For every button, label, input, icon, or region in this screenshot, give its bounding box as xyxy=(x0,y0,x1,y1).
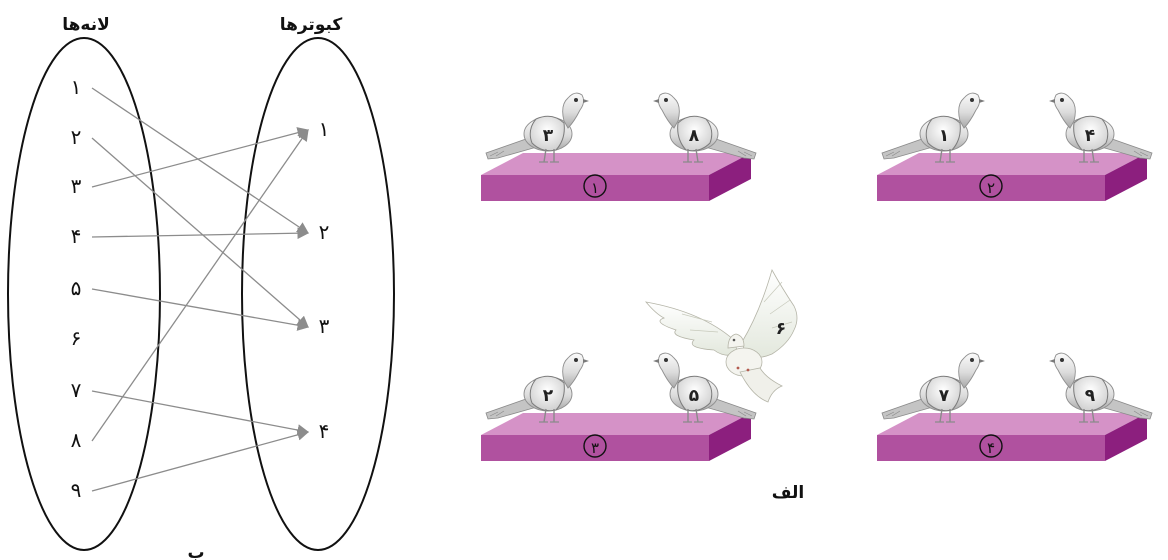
mapping-diagram: لانه‌ها کبوترها ۱ ۲ ۳ ۴ ۵ ۶ ۷ ۸ ۹ ۱ ۲ ۳ … xyxy=(7,15,395,560)
pigeon-icon xyxy=(1049,93,1152,162)
nest-number: ۲ xyxy=(71,125,82,149)
nest-group-4: ۴ ۷ ۹ xyxy=(876,352,1152,462)
pigeon-number-label: ۳ xyxy=(543,126,554,146)
mapping-arrow xyxy=(91,127,310,188)
nest-label: ۲ xyxy=(987,179,995,197)
nest-number: ۳ xyxy=(71,174,82,198)
left-set-oval xyxy=(7,37,161,551)
pigeon-number: ۳ xyxy=(319,314,330,338)
pigeon-number-label: ۲ xyxy=(543,386,554,406)
right-set-title: کبوترها xyxy=(280,15,343,35)
pigeon-scene: ۱ ۳ ۸ ۲ ۱ ۴ ۳ ۲ ۵ ۴ ۷ xyxy=(480,92,1152,503)
mapping-arrow xyxy=(91,227,310,240)
pigeon-number-label: ۹ xyxy=(1085,386,1096,406)
pigeon-number-label: ۴ xyxy=(1085,126,1095,146)
nest-group-2: ۲ ۱ ۴ xyxy=(876,92,1152,202)
right-set-oval xyxy=(241,37,395,551)
pigeon-number: ۴ xyxy=(319,419,330,443)
flying-pigeon-number: ۶ xyxy=(776,319,786,339)
nest-label: ۳ xyxy=(591,439,599,457)
nest-number: ۴ xyxy=(71,224,82,248)
nest-number: ۵ xyxy=(71,276,82,300)
mapping-arrows xyxy=(91,87,310,492)
pigeon-icon xyxy=(881,92,986,163)
nest-platform xyxy=(480,412,752,462)
pigeon-number: ۲ xyxy=(319,220,330,244)
pigeon-icon xyxy=(1049,353,1152,422)
nest-label: ۴ xyxy=(987,439,995,457)
mapping-arrow xyxy=(91,137,309,328)
nest-platform xyxy=(876,152,1148,202)
nest-number: ۶ xyxy=(71,326,82,350)
nest-number: ۱ xyxy=(71,75,82,99)
pigeon-number-label: ۱ xyxy=(939,126,949,146)
nest-number: ۹ xyxy=(71,478,82,502)
mapping-arrow xyxy=(91,429,310,492)
pigeon-number-label: ۸ xyxy=(689,126,700,146)
left-set-items: ۱ ۲ ۳ ۴ ۵ ۶ ۷ ۸ ۹ xyxy=(71,75,82,502)
mapping-arrow xyxy=(91,87,309,234)
mapping-arrow xyxy=(91,288,310,331)
pigeon-icon xyxy=(485,352,590,423)
right-set-items: ۱ ۲ ۳ ۴ xyxy=(319,117,330,443)
pigeon-icon xyxy=(485,92,590,163)
pigeon-number-label: ۷ xyxy=(939,386,950,406)
nest-group-3: ۳ ۲ ۵ xyxy=(480,352,756,462)
mapping-arrow xyxy=(91,129,309,442)
pigeon-number: ۱ xyxy=(319,117,330,141)
pigeon-icon xyxy=(653,93,756,162)
nest-label: ۱ xyxy=(591,179,599,197)
nest-group-1: ۱ ۳ ۸ xyxy=(480,92,756,202)
pigeon-icon xyxy=(881,352,986,423)
nest-platform xyxy=(876,412,1148,462)
nest-platform xyxy=(480,152,752,202)
diagram-caption-b: ب xyxy=(187,543,204,560)
flying-pigeon-icon xyxy=(644,268,798,403)
nest-number: ۸ xyxy=(71,428,82,452)
pigeon-number-label: ۵ xyxy=(689,386,699,406)
diagram-caption-alef: الف xyxy=(772,483,804,503)
left-set-title: لانه‌ها xyxy=(62,15,110,35)
nest-number: ۷ xyxy=(71,378,82,402)
mapping-arrow xyxy=(91,390,310,436)
